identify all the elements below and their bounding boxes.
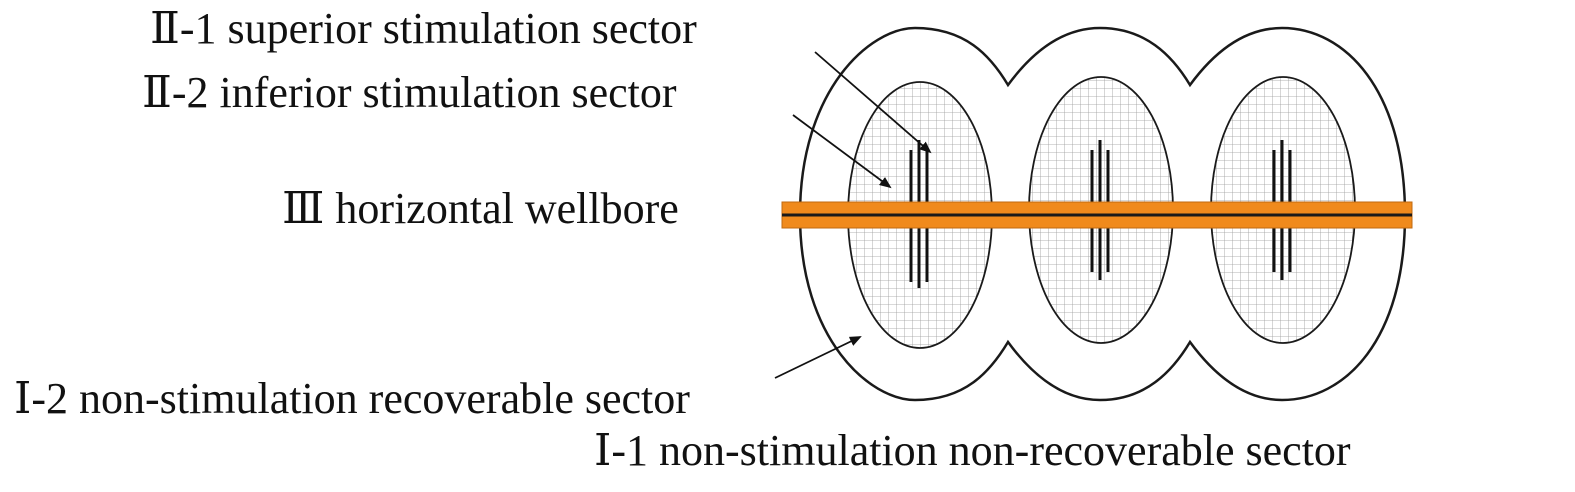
label-inferior-stimulation-sector: Ⅱ-2 inferior stimulation sector (142, 68, 677, 117)
horizontal-wellbore (781, 201, 1413, 229)
label-superior-stimulation-sector: Ⅱ-1 superior stimulation sector (150, 4, 697, 53)
label-non-stimulation-non-recoverable-sector: Ⅰ-1 non-stimulation non-recoverable sect… (594, 426, 1351, 475)
arrow-recoverable-sector (774, 336, 862, 379)
label-horizontal-wellbore: Ⅲ horizontal wellbore (282, 184, 679, 233)
arrow-superior-stimulation (814, 51, 932, 154)
label-non-stimulation-recoverable-sector: Ⅰ-2 non-stimulation recoverable sector (14, 374, 690, 423)
arrow-inferior-stimulation (792, 114, 892, 189)
